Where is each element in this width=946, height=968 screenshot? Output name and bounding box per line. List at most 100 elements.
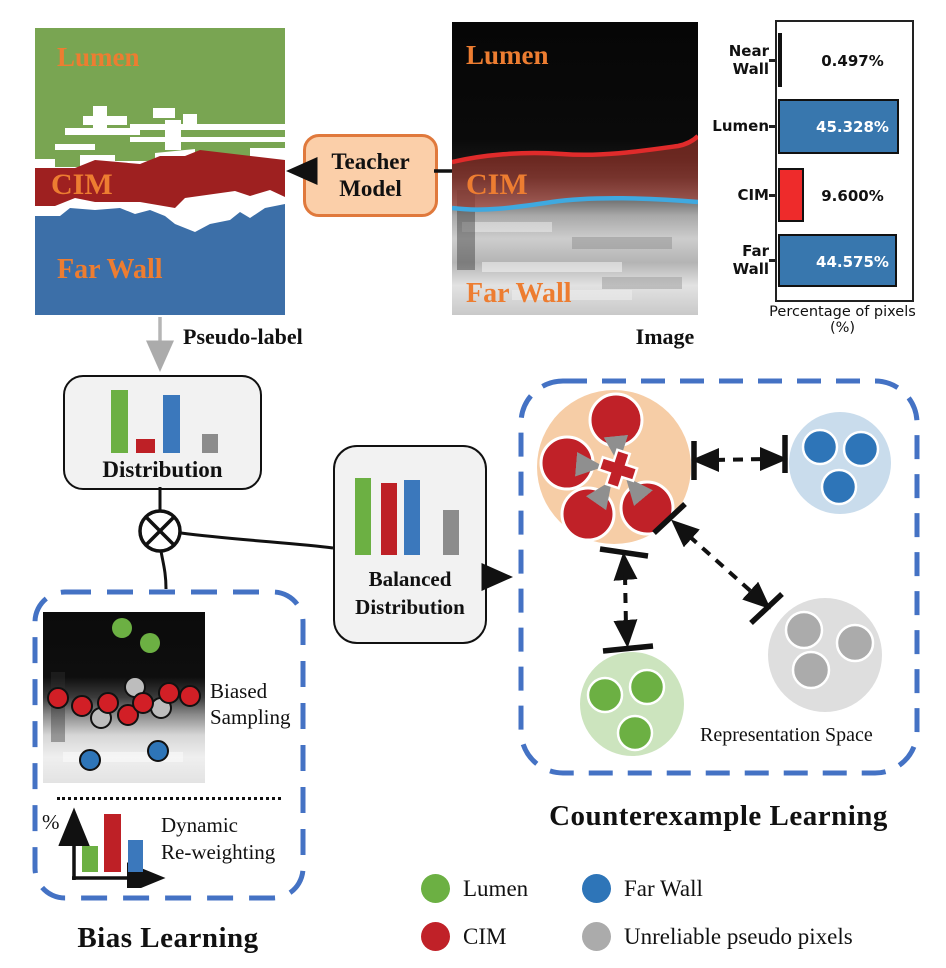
counterexample-dashed-box (518, 378, 920, 776)
lumen-dot (628, 668, 666, 706)
biased-sampling-label: Biased Sampling (210, 679, 291, 730)
mini-bar (381, 483, 397, 555)
cim-cluster-circle (537, 390, 691, 544)
legend-item-unreliable: Unreliable pseudo pixels (582, 922, 853, 951)
cim-dot (619, 480, 675, 536)
chart-xlabel: Percentage of pixels (%) (769, 304, 916, 336)
lumen-cluster-circle (580, 652, 684, 756)
otimes-to-bias-line (159, 550, 168, 590)
sample-dot-farwall (147, 740, 169, 762)
bar-lumen (778, 99, 900, 154)
image-cim-label: CIM (466, 168, 528, 201)
repel-red-green (599, 546, 654, 654)
repel-red-gray (652, 501, 784, 626)
value-near-wall: 0.497% (821, 52, 884, 70)
unreliable-legend-label: Unreliable pseudo pixels (624, 923, 853, 949)
pseudo-label-caption: Pseudo-label (183, 324, 303, 349)
bias-divider (57, 797, 281, 800)
mini-bar (443, 510, 459, 555)
teacher-model-label-1: Teacher (331, 149, 410, 175)
legend-item-lumen: Lumen (421, 874, 528, 903)
legend-item-cim: CIM (421, 922, 506, 951)
far-wall-legend-dot (582, 874, 611, 903)
balanced-distribution-box: Balanced Distribution (333, 445, 487, 644)
image-farwall-label: Far Wall (466, 278, 572, 309)
bar-far-wall (778, 234, 897, 287)
pseudo-label-image: Lumen CIM Far Wall (35, 28, 285, 315)
reweighting-bars (82, 814, 143, 872)
image-lumen-label: Lumen (466, 40, 549, 70)
sample-dot-cim (158, 682, 180, 704)
unreliable-cluster-circle (768, 598, 882, 712)
cim-legend-label: CIM (463, 923, 507, 949)
chart-tick (769, 59, 776, 62)
ultrasound-image: Lumen CIM Far Wall (452, 22, 698, 315)
sample-dot-cim (71, 695, 93, 717)
representation-space-label: Representation Space (700, 724, 873, 746)
distribution-label: Distribution (102, 457, 223, 482)
repel-red-blue (691, 435, 788, 480)
percent-axis-label: % (42, 810, 60, 834)
counterexample-cross-icon (597, 448, 639, 490)
sample-dot-unreliable (150, 697, 172, 719)
mini-bar (111, 390, 128, 453)
farwall-dot (820, 468, 858, 506)
lumen-legend-label: Lumen (463, 875, 529, 901)
farwall-dot (842, 430, 880, 468)
chart-cat-cim: CIM (737, 186, 769, 204)
sample-dot-lumen (140, 633, 160, 653)
sample-dot-cim (47, 687, 69, 709)
sample-dot-unreliable (90, 707, 112, 729)
chart-cat-lumen: Lumen (712, 117, 769, 135)
far-wall-legend-label: Far Wall (624, 875, 703, 901)
cim-dot (588, 392, 644, 448)
unreliable-dot (784, 610, 824, 650)
pseudo-farwall-label: Far Wall (57, 254, 163, 285)
sample-dot-cim (132, 692, 154, 714)
bar-cim (778, 168, 804, 222)
unreliable-legend-dot (582, 922, 611, 951)
bias-learning-title: Bias Learning (77, 922, 259, 954)
lumen-dot (586, 676, 624, 714)
value-far-wall: 44.575% (816, 253, 889, 271)
sample-dot-cim (179, 685, 201, 707)
cim-legend-dot (421, 922, 450, 951)
distribution-bars (111, 390, 218, 453)
chart-tick (769, 125, 776, 128)
cim-dot (560, 486, 616, 542)
pseudo-cim-label: CIM (51, 168, 113, 201)
value-cim: 9.600% (821, 187, 884, 205)
teacher-model-box: Teacher Model (303, 134, 438, 217)
mini-bar (163, 395, 180, 453)
otimes-icon (138, 509, 182, 553)
dynamic-reweighting-label: Dynamic Re-weighting (161, 813, 276, 865)
unreliable-dot (791, 650, 831, 690)
mini-bar (104, 814, 121, 872)
mini-bar (136, 439, 155, 453)
mini-bar (355, 478, 371, 555)
bar-near-wall (778, 33, 782, 87)
sample-dot-unreliable (124, 676, 146, 698)
teacher-model-label-2: Model (339, 175, 402, 201)
cim-dot (539, 435, 595, 491)
chart-tick (769, 259, 776, 262)
pseudo-lumen-label: Lumen (57, 42, 140, 72)
mini-bar (404, 480, 420, 555)
mini-bar (82, 846, 98, 872)
sample-dot-lumen (112, 618, 132, 638)
sample-dot-cim (117, 704, 139, 726)
distribution-box: Distribution (63, 375, 262, 490)
counterexample-learning-title: Counterexample Learning (549, 800, 888, 832)
image-caption: Image (635, 324, 695, 349)
representation-space-diagram (537, 390, 891, 756)
sample-dot-farwall (79, 749, 101, 771)
balanced-distribution-label: Balanced Distribution (355, 567, 465, 620)
lumen-dot (616, 714, 654, 752)
legend-item-far-wall: Far Wall (582, 874, 703, 903)
farwall-cluster-circle (789, 412, 891, 514)
chart-tick (769, 194, 776, 197)
